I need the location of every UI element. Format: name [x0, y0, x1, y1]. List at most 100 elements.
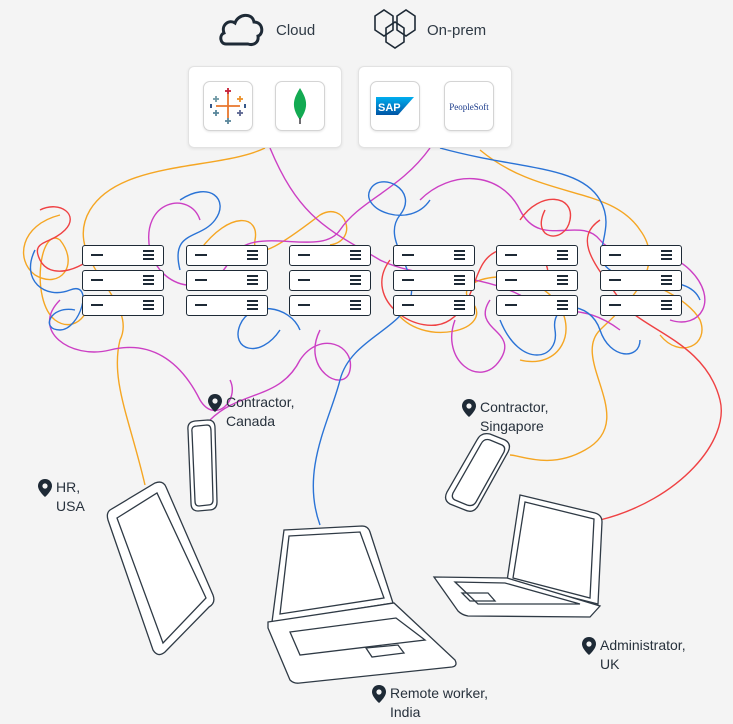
drive-slot — [298, 254, 310, 256]
server-unit — [289, 245, 371, 266]
server-unit — [82, 245, 164, 266]
drive-slot — [91, 279, 103, 281]
drive-slot — [298, 279, 310, 281]
laptop-remote-worker-india — [267, 525, 457, 684]
location-hr-usa: HR, USA — [38, 478, 85, 516]
vent-lines — [660, 275, 672, 285]
phone-contractor-canada — [187, 419, 218, 512]
location-label-line2: UK — [600, 656, 620, 672]
laptop-hr-usa — [106, 481, 215, 656]
server-unit — [185, 295, 268, 316]
location-label-line2: Singapore — [480, 418, 544, 434]
cloud-heading: Cloud — [276, 22, 316, 39]
laptop-administrator-uk — [432, 494, 603, 618]
drive-slot — [505, 304, 517, 306]
server-unit — [392, 295, 475, 316]
server-unit — [496, 270, 578, 291]
vent-lines — [246, 250, 258, 260]
drive-slot — [298, 304, 310, 306]
drive-slot — [91, 254, 103, 256]
drive-slot — [505, 279, 517, 281]
peoplesoft-logo-icon: PeopleSoft — [449, 102, 489, 112]
server-unit — [82, 270, 164, 291]
on-prem-heading: On-prem — [427, 22, 487, 39]
wire-red — [586, 219, 722, 521]
wire-orange — [22, 214, 89, 326]
wire-red — [519, 198, 572, 237]
wire-blue — [237, 308, 301, 350]
wire-orange — [394, 276, 567, 363]
vent-lines — [557, 275, 568, 285]
server-unit — [82, 295, 164, 316]
server-unit — [289, 295, 371, 316]
tableau-logo-icon — [210, 88, 246, 124]
vent-lines — [453, 250, 465, 260]
server-unit — [185, 270, 268, 291]
sap-tile[interactable]: SAP — [370, 81, 420, 131]
vent-lines — [246, 300, 258, 310]
sap-logo-icon: SAP — [376, 97, 414, 115]
location-contractor-singapore: Contractor, Singapore — [462, 398, 549, 436]
drive-slot — [401, 254, 414, 256]
vent-lines — [453, 300, 465, 310]
location-label-line1: Contractor, — [226, 394, 295, 410]
location-contractor-canada: Contractor, Canada — [208, 393, 295, 431]
sap-logo-text: SAP — [378, 102, 401, 114]
location-label-line1: Administrator, — [600, 637, 686, 653]
server-unit — [392, 245, 475, 266]
location-remote-worker-india: Remote worker, India — [372, 684, 489, 722]
map-pin-icon — [38, 479, 52, 497]
server-unit — [599, 295, 682, 316]
mongodb-tile[interactable] — [275, 81, 325, 131]
map-pin-icon — [372, 685, 386, 703]
drive-slot — [608, 304, 621, 306]
location-label-line1: Contractor, — [480, 399, 549, 415]
drive-slot — [401, 279, 414, 281]
vent-lines — [557, 250, 568, 260]
tableau-tile[interactable] — [203, 81, 253, 131]
vent-lines — [143, 275, 154, 285]
mongodb-leaf-icon — [293, 88, 307, 124]
drive-slot — [194, 254, 207, 256]
peoplesoft-logo-text: PeopleSoft — [449, 102, 489, 112]
server-unit — [599, 270, 682, 291]
on-prem-icon — [374, 9, 416, 49]
location-label-line2: India — [390, 704, 421, 720]
vent-lines — [557, 300, 568, 310]
vent-lines — [350, 275, 361, 285]
cloud-icon — [219, 13, 264, 46]
vent-lines — [350, 250, 361, 260]
drive-slot — [608, 279, 621, 281]
vent-lines — [246, 275, 258, 285]
phone-contractor-singapore — [444, 432, 511, 512]
drive-slot — [401, 304, 414, 306]
wire-orange — [82, 147, 266, 486]
vent-lines — [143, 300, 154, 310]
server-unit — [599, 245, 682, 266]
server-unit — [496, 245, 578, 266]
location-label-line1: HR, — [56, 479, 81, 495]
drive-slot — [91, 304, 103, 306]
vent-lines — [660, 300, 672, 310]
wire-magenta — [209, 329, 352, 421]
location-label-line2: Canada — [226, 413, 276, 429]
server-unit — [289, 270, 371, 291]
wire-red — [36, 206, 96, 272]
location-administrator-uk: Administrator, UK — [582, 636, 686, 674]
wire-magenta — [48, 299, 233, 412]
wire-magenta — [451, 299, 506, 373]
drive-slot — [505, 254, 517, 256]
vent-lines — [660, 250, 672, 260]
vent-lines — [453, 275, 465, 285]
peoplesoft-tile[interactable]: PeopleSoft — [444, 81, 494, 131]
wire-magenta — [419, 178, 706, 323]
drive-slot — [194, 279, 207, 281]
map-pin-icon — [462, 399, 476, 417]
location-label-line1: Remote worker, — [390, 685, 489, 701]
server-unit — [392, 270, 475, 291]
map-pin-icon — [582, 637, 596, 655]
drive-slot — [194, 304, 207, 306]
location-label-line2: USA — [56, 498, 85, 514]
server-unit — [185, 245, 268, 266]
